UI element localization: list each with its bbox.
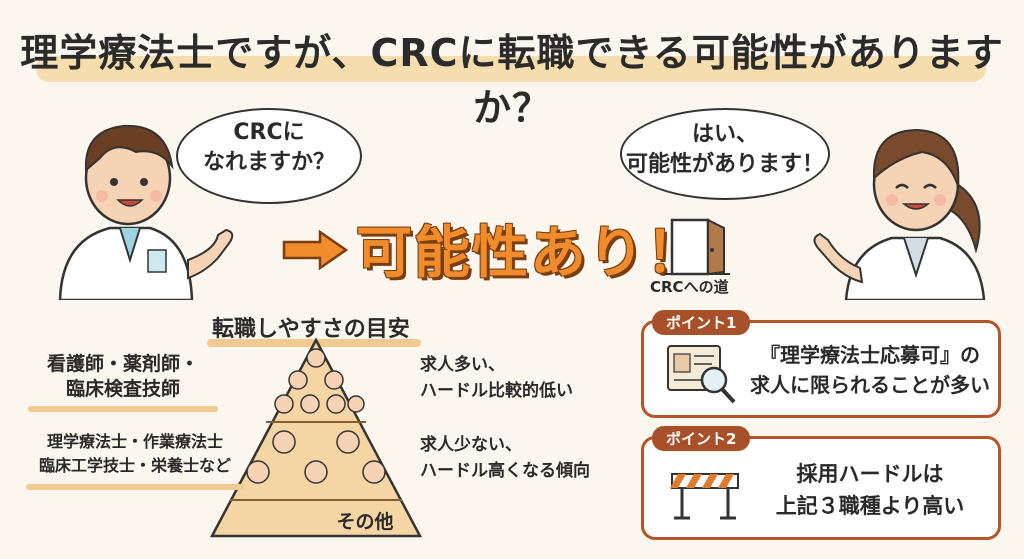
bubble-right-line-1: はい、 <box>691 122 758 147</box>
tier2-highlight <box>26 484 244 490</box>
tier2-note: 求人少ない、 ハードル高くなる傾向 <box>420 432 640 484</box>
hurdle-barrier-icon <box>670 473 739 520</box>
tier1-note: 求人多い、 ハードル比較的低い <box>420 352 620 404</box>
tier1-highlight <box>28 406 218 412</box>
title-highlight <box>36 56 986 82</box>
point1-line-1: 『理学療法士応募可』の <box>760 343 980 367</box>
document-magnifier-icon <box>667 345 736 404</box>
tier2-note-line-2: ハードル高くなる傾向 <box>420 461 590 481</box>
possible-headline: 可能性あり！ <box>356 221 704 286</box>
arrow-right-icon <box>282 229 349 271</box>
door-icon <box>664 218 730 276</box>
tier1-label-line-2: 臨床検査技師 <box>65 378 180 400</box>
answer-speech-bubble: はい、 可能性があります！ <box>620 108 830 200</box>
question-speech-bubble: CRCに なれますか？ <box>176 108 362 204</box>
bubble-left-line-2: なれますか？ <box>202 150 335 175</box>
physical-therapist-illustration <box>58 124 234 300</box>
tier2-label-line-1: 理学療法士・作業療法士 <box>46 432 223 451</box>
tier2-job-label: 理学療法士・作業療法士 臨床工学技士・栄養士など <box>10 430 260 478</box>
point2-line-1: 採用ハードルは <box>796 462 944 486</box>
page-title: 理学療法士ですが、CRCに転職できる可能性がありますか？ <box>20 31 1004 130</box>
female-coordinator-illustration <box>813 128 986 300</box>
tier1-note-line-2: ハードル比較的低い <box>420 381 573 401</box>
point2-tag: ポイント2 <box>652 426 751 451</box>
bubble-left-line-1: CRCに <box>233 120 305 145</box>
pyramid-title: 転職しやすさの目安 <box>212 317 410 342</box>
job-change-pyramid <box>209 337 423 538</box>
tier1-label-line-1: 看護師・薬剤師・ <box>46 353 199 375</box>
tier2-label-line-2: 臨床工学技士・栄養士など <box>38 456 231 475</box>
tier1-note-line-1: 求人多い、 <box>420 355 505 375</box>
point1-line-2: 求人に限られることが多い <box>750 373 990 397</box>
point1-text: 『理学療法士応募可』の 求人に限られることが多い <box>750 340 990 400</box>
point2-line-2: 上記３職種より高い <box>775 494 965 518</box>
point1-tag: ポイント1 <box>652 310 751 335</box>
bubble-right-line-2: 可能性があります！ <box>625 152 824 177</box>
pyramid-base-label: その他 <box>336 511 394 533</box>
tier1-job-label: 看護師・薬剤師・ 臨床検査技師 <box>18 352 228 402</box>
tier2-note-line-1: 求人少ない、 <box>420 435 522 455</box>
point2-text: 採用ハードルは 上記３職種より高い <box>760 458 980 522</box>
door-label: CRCへの道 <box>650 278 729 296</box>
